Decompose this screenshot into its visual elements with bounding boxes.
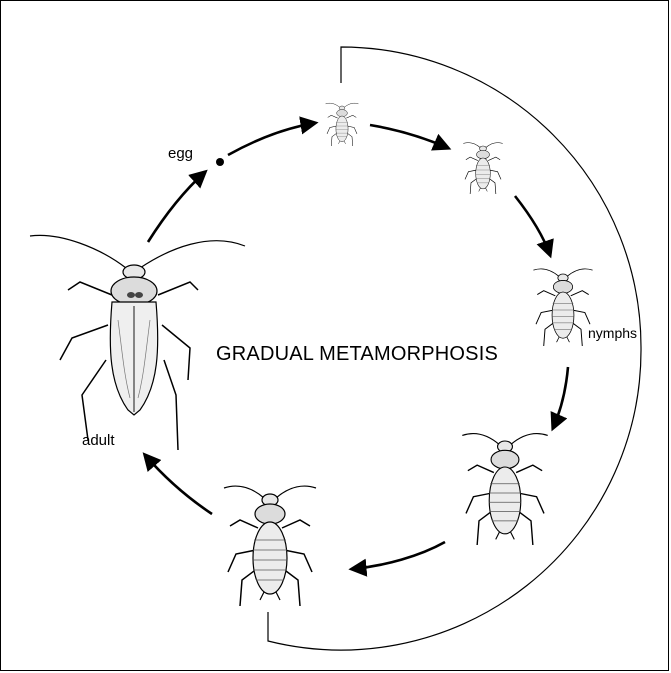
nymph-5-illustration bbox=[224, 486, 316, 606]
arrow-adult-to-egg bbox=[148, 172, 205, 242]
arrow-nymph3-to-nymph4 bbox=[553, 367, 568, 428]
nymph-3-illustration bbox=[533, 269, 592, 346]
adult-illustration bbox=[30, 235, 245, 450]
adult-label: adult bbox=[82, 432, 115, 449]
nymph-1-illustration bbox=[326, 103, 359, 146]
arrow-egg-to-nymph1 bbox=[228, 123, 315, 155]
nymph-4-illustration bbox=[462, 434, 547, 545]
egg-label: egg bbox=[168, 145, 193, 162]
nymph-2-illustration bbox=[463, 143, 502, 194]
arrow-nymph5-to-adult bbox=[145, 455, 212, 514]
diagram-title: GRADUAL METAMORPHOSIS bbox=[216, 343, 498, 366]
arrow-nymph1-to-nymph2 bbox=[370, 125, 448, 148]
arrow-nymph2-to-nymph3 bbox=[515, 196, 550, 255]
arrow-nymph4-to-nymph5 bbox=[352, 542, 445, 569]
nymphs-label: nymphs bbox=[588, 325, 637, 341]
egg-dot bbox=[216, 158, 224, 166]
